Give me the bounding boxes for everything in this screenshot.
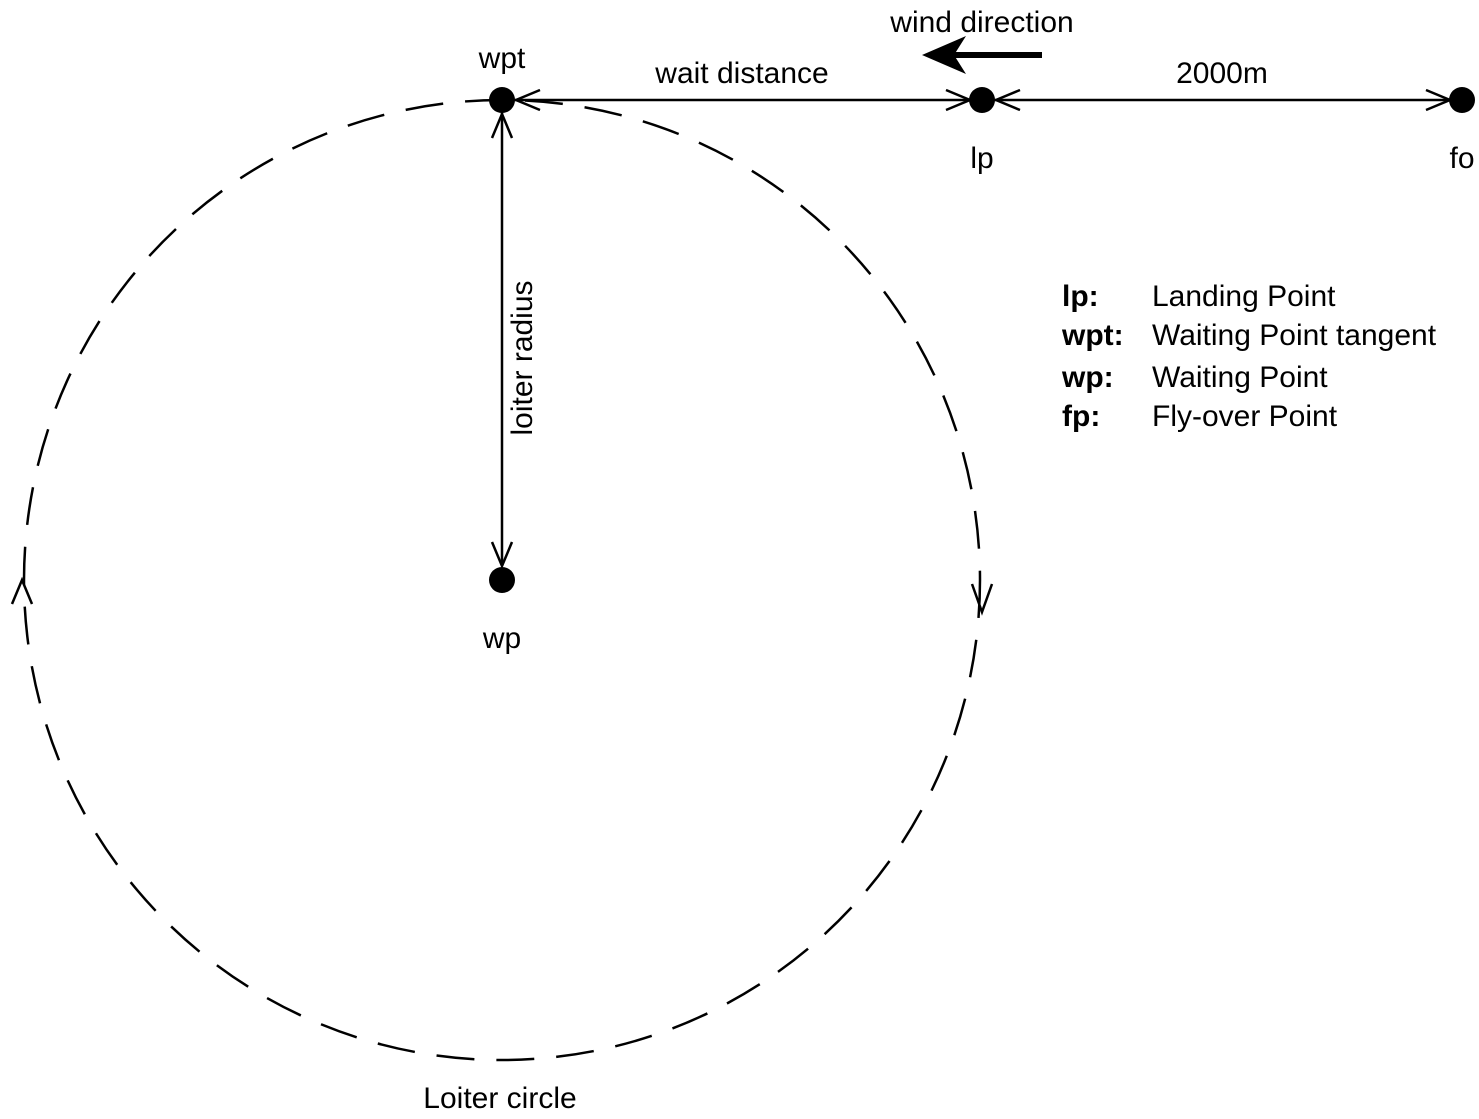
- loiter-direction-arrow-right: [970, 583, 994, 616]
- fo-point: [1449, 87, 1475, 113]
- loiter-circle-label: Loiter circle: [423, 1082, 576, 1115]
- loiter-radius-arrowhead-bottom: [490, 541, 514, 570]
- wp-point: [489, 567, 515, 593]
- wpt-point: [489, 87, 515, 113]
- legend: lp: Landing Point wpt: Waiting Point tan…: [1061, 280, 1437, 433]
- wait-distance-arrowhead-left: [512, 88, 541, 112]
- legend-key-wpt: wpt:: [1061, 319, 1124, 352]
- legend-key-wp: wp:: [1061, 361, 1114, 394]
- loiter-radius-arrowhead-top: [490, 110, 514, 139]
- fo-label: fo: [1449, 142, 1474, 175]
- distance-2000-arrowhead-left: [992, 88, 1021, 112]
- wind-direction-label: wind direction: [889, 6, 1073, 39]
- loiter-direction-arrow-left: [10, 576, 34, 605]
- wait-distance-label: wait distance: [654, 57, 828, 90]
- wind-direction-arrow-head: [922, 36, 966, 74]
- legend-value-fp: Fly-over Point: [1152, 400, 1338, 433]
- loiter-radius-label: loiter radius: [506, 280, 539, 435]
- legend-value-wp: Waiting Point: [1152, 361, 1328, 394]
- lp-label: lp: [970, 142, 993, 175]
- lp-point: [969, 87, 995, 113]
- legend-value-lp: Landing Point: [1152, 280, 1336, 313]
- wp-label: wp: [482, 622, 521, 655]
- distance-2000-label: 2000m: [1176, 57, 1268, 90]
- legend-value-wpt: Waiting Point tangent: [1152, 319, 1437, 352]
- legend-key-lp: lp:: [1062, 280, 1099, 313]
- legend-key-fp: fp:: [1062, 400, 1100, 433]
- wpt-label: wpt: [478, 42, 526, 75]
